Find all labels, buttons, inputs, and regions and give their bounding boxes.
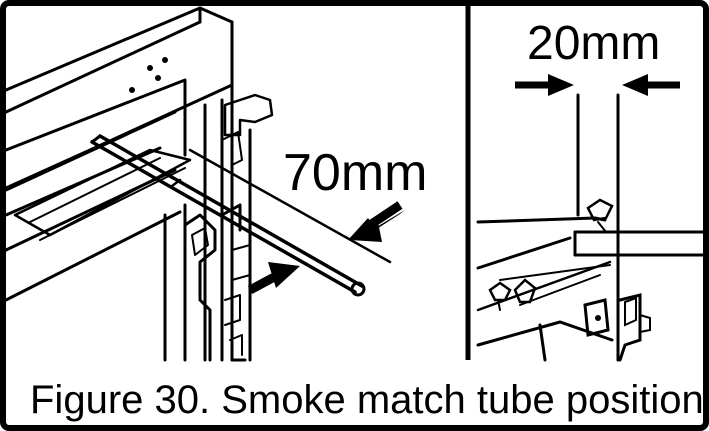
gap-arrow-right xyxy=(622,74,680,96)
arrow-to-tube-top xyxy=(348,201,405,242)
gap-detail-drawing xyxy=(476,93,708,362)
figure-caption: Figure 30. Smoke match tube position xyxy=(30,378,704,422)
appliance-drawing xyxy=(4,6,392,362)
dimension-label-70mm: 70mm xyxy=(283,144,428,202)
dimension-label-20mm: 20mm xyxy=(527,17,661,70)
arrow-to-tube-bottom xyxy=(247,262,300,294)
gap-arrow-left xyxy=(515,74,574,96)
